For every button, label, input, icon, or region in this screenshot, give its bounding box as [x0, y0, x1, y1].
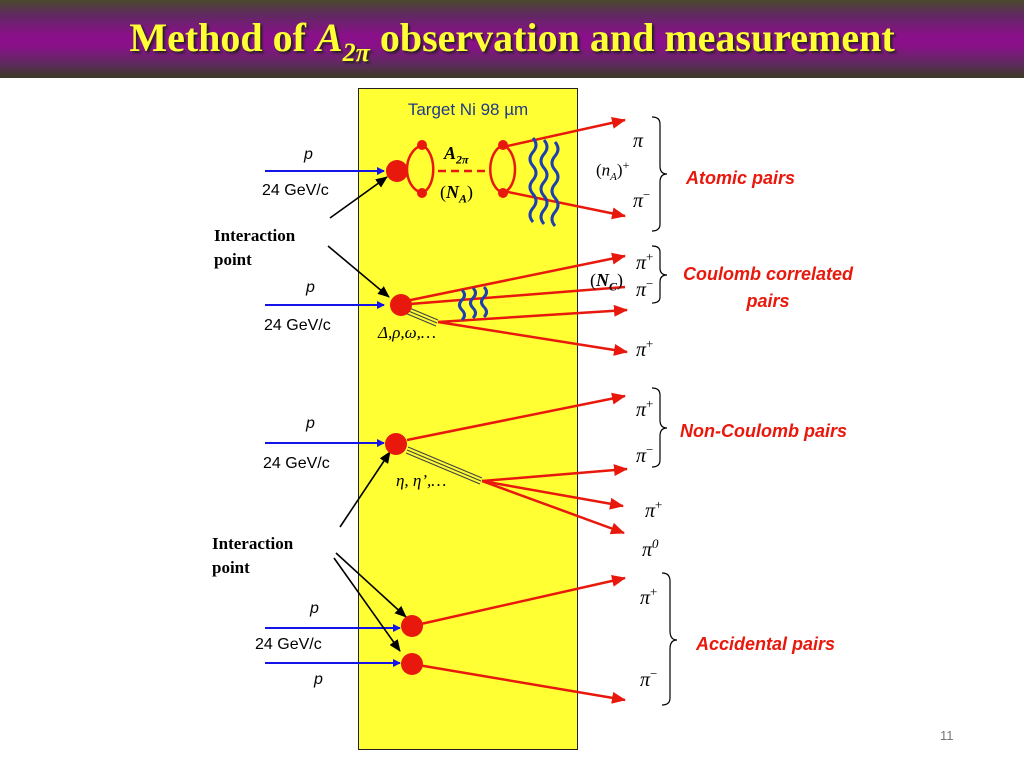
beam-momentum-2: 24 GeV/c	[264, 317, 331, 334]
atomic-pion-track-up	[502, 116, 626, 149]
grouping-braces	[651, 116, 678, 706]
coulomb-resonance-label: Δ,ρ,ω,…	[378, 323, 437, 342]
accidental-track-1	[411, 575, 626, 628]
atom-count: (NA)	[440, 182, 474, 206]
beam-arrows	[265, 167, 401, 667]
noncoulomb-resonance-lines	[405, 446, 483, 485]
primary-vertex-5	[401, 653, 423, 675]
brace-coulomb	[651, 245, 668, 304]
atom-ellipse-left	[405, 143, 423, 195]
brace-accidental	[661, 572, 678, 706]
page-number: 11	[940, 728, 954, 743]
category-noncoulomb-pairs: Non-Coulomb pairs	[680, 421, 847, 441]
primary-vertex-1	[386, 160, 408, 182]
beam-label-p-4: p	[310, 600, 319, 617]
accidental-pair-production	[411, 575, 626, 704]
ip-arrow-3	[339, 451, 391, 528]
slide-title: Method of A2π observation and measuremen…	[129, 15, 895, 67]
atom-ellipse-left-r	[421, 143, 435, 195]
accidental-track-2	[411, 662, 626, 704]
coulomb-pion-minus-label: π−	[636, 276, 654, 301]
coulomb-decay-track-2	[437, 320, 628, 356]
atomic-pion-nA-label: (nA)+	[596, 158, 630, 184]
category-atomic-pairs: Atomic pairs	[686, 168, 796, 188]
target-label: Target Ni 98 µm	[407, 100, 529, 119]
coulomb-pair-production	[400, 252, 628, 356]
beam-label-p-5: p	[314, 671, 323, 688]
beam-momentum-3: 24 GeV/c	[263, 455, 330, 472]
ip-arrow-2	[327, 245, 390, 298]
coulomb-track-2	[409, 285, 626, 306]
coulomb-count-label: (NC)	[590, 270, 624, 294]
ip-arrow-4	[335, 552, 407, 618]
coulomb-track-1	[400, 252, 626, 304]
beam-label-p-3: p	[306, 415, 315, 432]
coulomb-decay-track-1	[437, 304, 628, 324]
noncoulomb-decay-pion-plus-label: π+	[645, 497, 663, 522]
brace-atomic	[651, 116, 668, 232]
title-banner	[0, 0, 1024, 78]
noncoulomb-pion-minus-label: π−	[636, 442, 654, 467]
noncoulomb-pion-plus-label: π+	[636, 396, 654, 421]
primary-vertex-2	[390, 294, 412, 316]
atomic-pion-plus-label: π	[633, 130, 644, 152]
atom-ellipse-right	[489, 143, 504, 195]
beam-label-p-1: p	[304, 146, 313, 163]
beam-momentum-1: 24 GeV/c	[262, 182, 329, 199]
noncoulomb-resonance-label: η, η’,…	[396, 471, 447, 490]
brace-noncoulomb	[651, 387, 668, 468]
noncoulomb-decay-track-3	[481, 479, 625, 535]
atom-ellipse-right-r	[502, 143, 517, 195]
atomic-pion-track-down	[502, 189, 626, 220]
coulomb-interaction-waves	[458, 137, 560, 322]
coulomb-pion-plus-label: π+	[636, 249, 654, 274]
primary-vertex-3	[385, 433, 407, 455]
beam-label-p-2: p	[306, 279, 315, 296]
noncoulomb-decay-track-2	[481, 479, 624, 510]
noncoulomb-pair-production	[406, 392, 628, 535]
accidental-pion-minus-label: π−	[640, 666, 658, 691]
beam-momentum-4: 24 GeV/c	[255, 636, 322, 653]
coulomb-decay-pion-label: π+	[636, 336, 654, 361]
accidental-pion-plus-label: π+	[640, 584, 658, 609]
category-accidental-pairs: Accidental pairs	[696, 634, 836, 654]
atomic-vertex-dots	[386, 140, 508, 198]
ip-arrow-1	[329, 176, 388, 219]
primary-vertex-4	[401, 615, 423, 637]
noncoulomb-decay-pion-zero-label: π0	[642, 536, 659, 561]
coulomb-resonance-lines	[404, 306, 439, 327]
ip-arrow-5	[333, 557, 401, 652]
noncoulomb-track-1	[406, 392, 626, 442]
atomic-pion-minus-label: π−	[633, 187, 651, 212]
atom-name: A2π	[444, 143, 469, 167]
interaction-point-arrows	[327, 176, 407, 652]
noncoulomb-decay-track-1	[481, 464, 628, 483]
